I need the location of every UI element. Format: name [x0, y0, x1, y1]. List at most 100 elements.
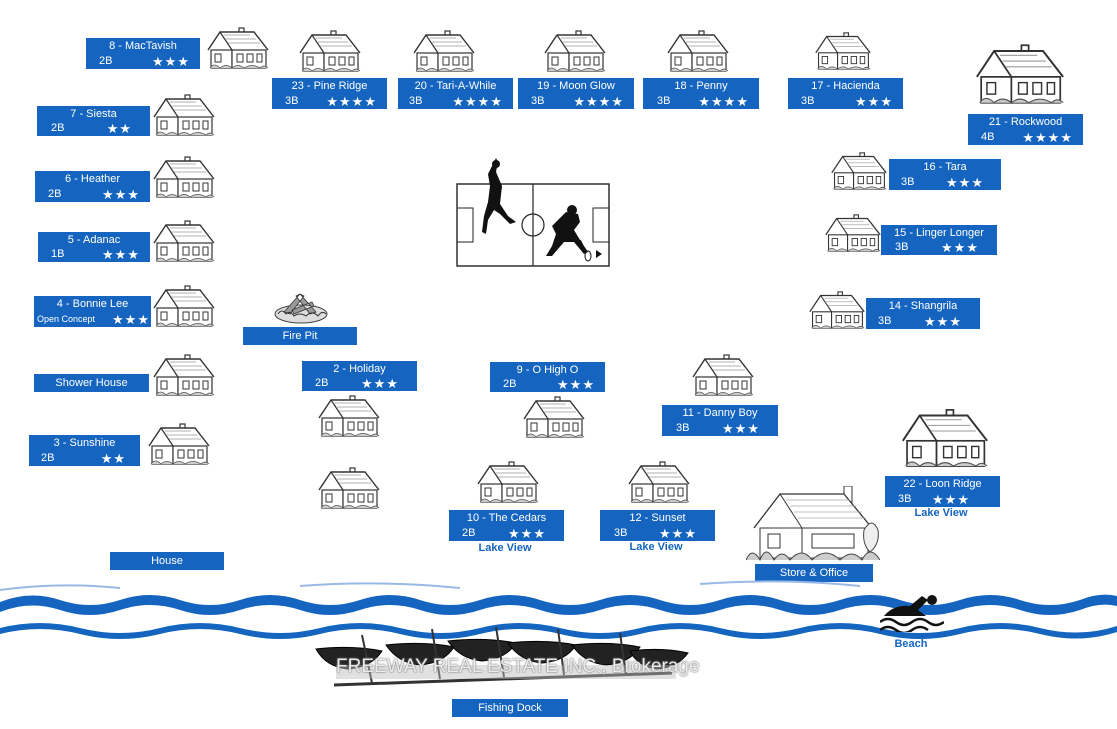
cabin-beds: 4B — [981, 131, 995, 143]
cabin-15-label[interactable]: 15 - Linger Longer 3B ★★★ — [881, 225, 997, 255]
cabin-stars: ★★★ — [946, 175, 984, 190]
cottage-7-icon[interactable] — [152, 92, 216, 138]
cabin-name: 11 - Danny Boy — [682, 407, 758, 419]
cabin-9-label[interactable]: 9 - O High O 2B ★★★ — [490, 362, 605, 392]
cabin-name: 8 - MacTavish — [109, 40, 177, 52]
cabin-stars: ★★★ — [557, 377, 595, 392]
cabin-stars: ★★★ — [152, 54, 190, 69]
cabin-beds: 3B — [901, 176, 915, 188]
cottage-16-icon[interactable] — [830, 150, 888, 192]
cottage-14-icon[interactable] — [808, 289, 866, 331]
cabin-name: 20 - Tari-A-While — [414, 80, 497, 92]
cottage-4-icon[interactable] — [152, 283, 216, 329]
cabin-19-label[interactable]: 19 - Moon Glow 3B ★★★★ — [518, 78, 634, 109]
swimmer-icon — [880, 595, 944, 632]
cabin-beds: 3B — [898, 493, 912, 505]
cottage-9-icon[interactable] — [522, 394, 586, 440]
cabin-beds: 3B — [531, 95, 545, 107]
cottage-20-icon[interactable] — [412, 28, 476, 74]
cabin-20-label[interactable]: 20 - Tari-A-While 3B ★★★★ — [398, 78, 513, 109]
cabin-beds: 2B — [315, 377, 329, 389]
cabin-22-label[interactable]: 22 - Loon Ridge 3B ★★★ — [885, 476, 1000, 507]
cottage-10-icon[interactable] — [476, 459, 540, 505]
cottage-5-icon[interactable] — [152, 218, 216, 264]
cabin-name: 14 - Shangrila — [888, 300, 958, 312]
cottage-15-icon[interactable] — [824, 212, 882, 254]
cabin-name: 6 - Heather — [64, 173, 121, 185]
cabin-10-label[interactable]: 10 - The Cedars 2B ★★★ — [449, 510, 564, 541]
cabin-stars: ★★★★ — [326, 94, 377, 109]
cabin-stars: ★★ — [100, 451, 126, 466]
cabin-5-label[interactable]: 5 - Adanac 1B ★★★ — [38, 232, 150, 262]
cabin-beds: 3B — [878, 315, 892, 327]
cabin-6-label[interactable]: 6 - Heather 2B ★★★ — [35, 171, 150, 202]
cabin-name: 22 - Loon Ridge — [903, 478, 982, 490]
cabin-stars: ★★★ — [722, 421, 760, 436]
cabin-10-lake-view: Lake View — [478, 542, 532, 554]
cabin-stars: ★★★★ — [1022, 130, 1073, 145]
cabin-12-label[interactable]: 12 - Sunset 3B ★★★ — [600, 510, 715, 541]
cabin-beds: 3B — [895, 241, 909, 253]
cabin-23-label[interactable]: 23 - Pine Ridge 3B ★★★★ — [272, 78, 387, 109]
cabin-name: 16 - Tara — [923, 161, 967, 173]
house-label[interactable]: House — [110, 552, 224, 570]
cabin-stars: ★★★ — [112, 312, 150, 327]
cabin-17-label[interactable]: 17 - Hacienda 3B ★★★ — [788, 78, 903, 109]
cottage-3-icon[interactable] — [147, 421, 211, 467]
cottage-23-icon[interactable] — [298, 28, 362, 74]
cottage-8-icon[interactable] — [206, 25, 270, 71]
fishing-dock-label[interactable]: Fishing Dock — [452, 699, 568, 717]
store-office-label[interactable]: Store & Office — [755, 564, 873, 582]
cabin-name: 3 - Sunshine — [53, 437, 116, 449]
cottage-1-icon[interactable] — [317, 465, 381, 511]
cabin-name: 7 - Siesta — [70, 108, 117, 120]
fire-pit-label[interactable]: Fire Pit — [243, 327, 357, 345]
cottage-11-icon[interactable] — [691, 352, 755, 398]
cabin-name: 23 - Pine Ridge — [291, 80, 368, 92]
cabin-3-label[interactable]: 3 - Sunshine 2B ★★ — [29, 435, 140, 466]
cabin-7-label[interactable]: 7 - Siesta 2B ★★ — [37, 106, 150, 136]
cabin-beds: 3B — [657, 95, 671, 107]
cottage-21-icon[interactable] — [974, 42, 1066, 106]
cabin-name: 19 - Moon Glow — [537, 80, 615, 92]
cottage-22-icon[interactable] — [900, 406, 990, 470]
cabin-beds: 3B — [801, 95, 815, 107]
store-office-icon[interactable] — [746, 486, 880, 564]
cabin-stars: ★★★ — [932, 492, 970, 507]
cabin-stars: ★★★★ — [452, 94, 503, 109]
cabin-16-label[interactable]: 16 - Tara 3B ★★★ — [889, 159, 1001, 190]
cabin-name: 17 - Hacienda — [811, 80, 880, 92]
cabin-stars: ★★★★ — [698, 94, 749, 109]
cabin-stars: ★★★ — [941, 240, 979, 255]
cabin-21-label[interactable]: 21 - Rockwood 4B ★★★★ — [968, 114, 1083, 145]
cabin-name: 4 - Bonnie Lee — [56, 298, 129, 310]
cabin-11-label[interactable]: 11 - Danny Boy 3B ★★★ — [662, 405, 778, 436]
cabin-beds: 2B — [48, 188, 62, 200]
shower-house-label[interactable]: Shower House — [34, 374, 149, 392]
cabin-beds: Open Concept — [37, 314, 96, 324]
cabin-name: 18 - Penny — [674, 80, 728, 92]
cabin-beds: 2B — [41, 452, 55, 464]
cabin-stars: ★★★ — [659, 526, 697, 541]
beach-label[interactable]: Beach — [894, 638, 928, 650]
cottage-6-icon[interactable] — [152, 154, 216, 200]
cottage-12-icon[interactable] — [627, 459, 691, 505]
cabin-8-label[interactable]: 8 - MacTavish 2B ★★★ — [86, 38, 200, 69]
cottage-18-icon[interactable] — [666, 28, 730, 74]
cottage-19-icon[interactable] — [543, 28, 607, 74]
cottage-2-icon[interactable] — [317, 393, 381, 439]
cabin-beds: 1B — [51, 248, 65, 260]
cottage-17-icon[interactable] — [814, 30, 872, 72]
cabin-stars: ★★★ — [102, 187, 140, 202]
cabin-14-label[interactable]: 14 - Shangrila 3B ★★★ — [866, 298, 980, 329]
sports-court-icon — [456, 158, 610, 267]
cabin-4-label[interactable]: 4 - Bonnie Lee Open Concept ★★★ — [34, 296, 151, 327]
shower-house-icon[interactable] — [152, 352, 216, 398]
cabin-18-label[interactable]: 18 - Penny 3B ★★★★ — [643, 78, 759, 109]
cabin-stars: ★★★★ — [573, 94, 624, 109]
cabin-2-label[interactable]: 2 - Holiday 2B ★★★ — [302, 361, 417, 391]
cabin-name: 10 - The Cedars — [466, 512, 547, 524]
cabin-stars: ★★★ — [508, 526, 546, 541]
fishing-dock-boats — [315, 626, 689, 687]
cabin-beds: 3B — [676, 422, 690, 434]
